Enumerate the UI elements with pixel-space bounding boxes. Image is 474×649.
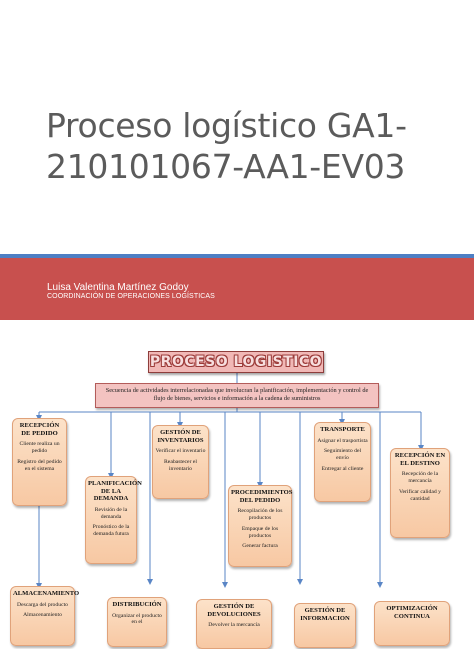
step-heading: PLANIFICACIÓN DE LA DEMANDA (88, 480, 142, 503)
banner-title: PROCESO LOGISTICO (149, 354, 323, 370)
step-item: Empaque de los productos (241, 525, 279, 539)
step-item: Almacenamiento (23, 612, 62, 619)
step-box-transporte: TRANSPORTE Asignar el trasportista Segui… (314, 422, 371, 502)
title-line-1: Proceso logístico GA1- (46, 106, 407, 145)
step-item: Organizar el producto en el (112, 612, 162, 626)
step-heading: TRANSPORTE (320, 426, 365, 433)
step-box-recepcion-pedido: RECEPCIÓN DE PEDIDO Cliente realiza un p… (12, 418, 67, 506)
step-heading: RECEPCIÓN EN EL DESTINO (394, 452, 446, 467)
step-item: Asignar el trasportista (317, 437, 368, 444)
step-box-procedimientos-pedido: PROCEDIMIENTOS DEL PEDIDO Recopilación d… (228, 485, 292, 567)
step-heading: PROCEDIMIENTOS DEL PEDIDO (231, 489, 293, 504)
step-heading: DISTRIBUCIÓN (112, 601, 162, 608)
step-item: Recopilación de los productos (237, 508, 283, 521)
step-box-planificacion-demanda: PLANIFICACIÓN DE LA DEMANDA Revisión de … (85, 476, 142, 564)
step-item: Pronóstico de la demanda futura (92, 524, 130, 538)
header-band-accent (0, 254, 474, 258)
step-item: Entregar al cliente (321, 465, 364, 472)
step-item: Registro del pedido en el sistema (17, 458, 62, 472)
step-item: Descarga del producto (16, 601, 69, 608)
step-item: Seguimiento del envío (323, 448, 362, 462)
step-heading: OPTIMIZACIÓN CONTINUA (386, 605, 438, 620)
definition-box: Secuencia de actividades interrelacionad… (95, 383, 379, 408)
step-item: Cliente realiza un pedido (19, 441, 60, 454)
definition-line-2: flujo de bienes, servicios e información… (153, 395, 321, 402)
step-box-optimizacion-continua: OPTIMIZACIÓN CONTINUA (374, 601, 450, 646)
step-box-almacenamiento: ALMACENAMIENTO Descarga del producto Alm… (10, 586, 80, 646)
title-line-2: 210101067-AA1-EV03 (46, 147, 406, 186)
department-name: COORDINACIÓN DE OPERACIONES LOGÍSTICAS (47, 293, 215, 300)
step-box-gestion-devoluciones: GESTIÓN DE DEVOLUCIONES Devolver la merc… (196, 599, 272, 649)
document-title: Proceso logístico GA1- 210101067-AA1-EV0… (46, 105, 466, 187)
step-item: Revisión de la demanda (94, 506, 128, 520)
step-item: Verificar calidad y cantidad (399, 488, 441, 502)
step-item: Verificar el inventario (155, 448, 206, 455)
step-box-gestion-informacion: GESTIÓN DE INFORMACION (294, 603, 356, 648)
step-heading: GESTIÓN DE INFORMACION (300, 607, 350, 622)
step-heading: GESTIÓN DE INVENTARIOS (157, 429, 204, 444)
step-heading: GESTIÓN DE DEVOLUCIONES (207, 603, 261, 618)
header-band (0, 258, 474, 320)
author-name: Luisa Valentina Martínez Godoy (47, 282, 189, 293)
step-item: Generar factura (242, 543, 278, 550)
diagram-connectors (36, 373, 424, 589)
step-heading: ALMACENAMIENTO (13, 590, 80, 597)
definition-line-1: Secuencia de actividades interrelacionad… (105, 387, 369, 394)
step-box-gestion-inventarios: GESTIÓN DE INVENTARIOS Verificar el inve… (152, 425, 209, 499)
step-box-recepcion-destino: RECEPCIÓN EN EL DESTINO Recepción de la … (390, 448, 450, 538)
step-item: Reabastecer el inventario (164, 458, 197, 472)
step-item: Recepción de la mercancía (401, 471, 439, 484)
step-box-distribucion: DISTRIBUCIÓN Organizar el producto en el (107, 597, 167, 647)
step-item: Devolver la mercancía (208, 622, 260, 629)
diagram-banner: PROCESO LOGISTICO (148, 351, 324, 373)
step-heading: RECEPCIÓN DE PEDIDO (19, 422, 60, 437)
